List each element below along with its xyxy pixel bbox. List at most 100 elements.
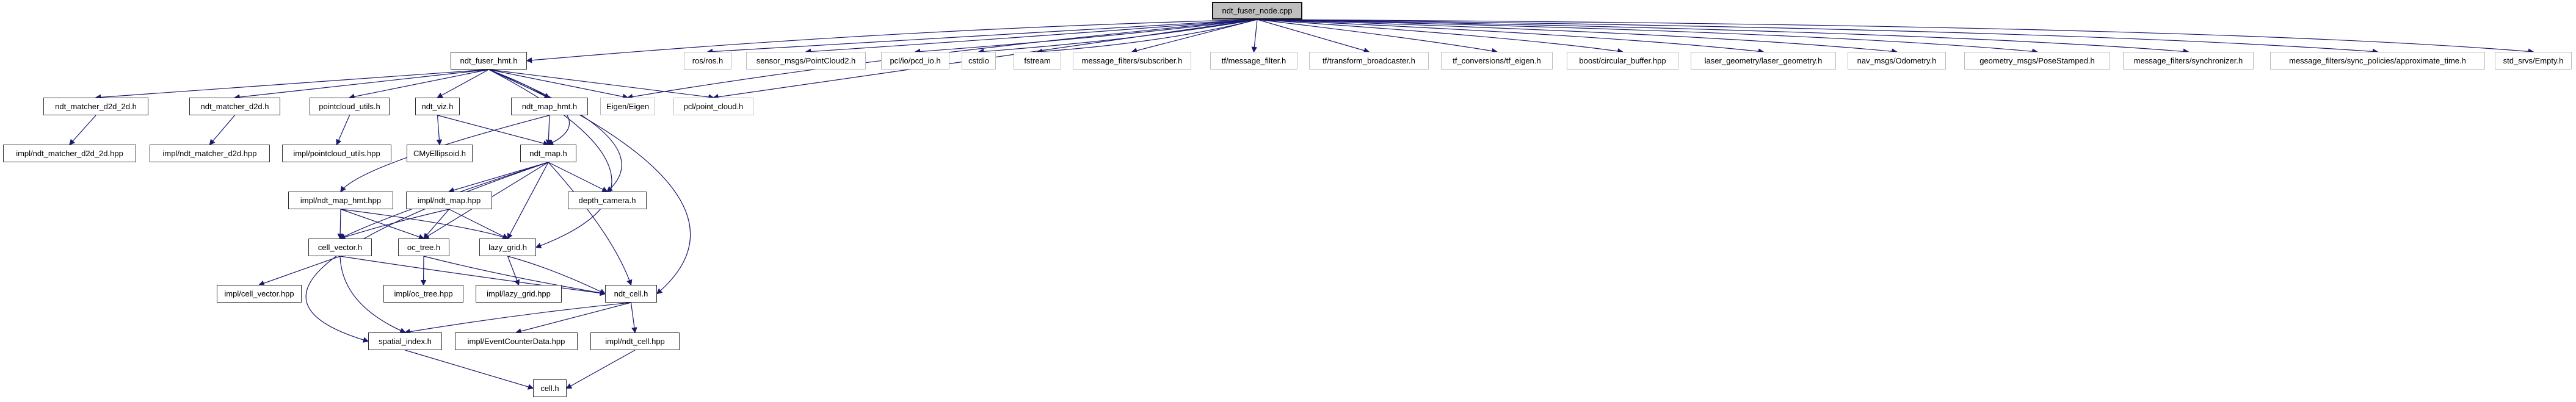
include-edge-n0-n4 [914, 19, 1258, 55]
graph-node-boost-circular-buffer-hpp[interactable]: boost/circular_buffer.hpp [1567, 52, 1678, 70]
graph-node-std-srvs-empty-h[interactable]: std_srvs/Empty.h [2495, 52, 2572, 70]
graph-node-ndt-matcher-d2d-h[interactable]: ndt_matcher_d2d.h [189, 98, 280, 115]
graph-node-impl-cell-vector-hpp[interactable]: impl/cell_vector.hpp [217, 285, 302, 303]
include-edge-n1-n18 [95, 69, 489, 101]
graph-node-sensor-msgs-pointcloud2-h[interactable]: sensor_msgs/PointCloud2.h [746, 52, 866, 70]
graph-node-pcl-io-pcd-io-h[interactable]: pcl/io/pcd_io.h [881, 52, 949, 70]
graph-node-tf-conversions-tf-eigen-h[interactable]: tf_conversions/tf_eigen.h [1441, 52, 1553, 70]
include-edge-n31-n35 [449, 209, 509, 239]
graph-node-label: pcl/point_cloud.h [683, 102, 744, 111]
graph-node-label: std_srvs/Empty.h [2503, 56, 2564, 65]
include-edge-n35-n39 [507, 256, 606, 295]
graph-node-ndt-viz-h[interactable]: ndt_viz.h [415, 98, 460, 115]
include-edge-n30-n35 [340, 209, 509, 240]
include-edge-n0-n16 [1257, 19, 2379, 55]
include-edge-n0-n7 [1131, 19, 1258, 54]
graph-node-label: ndt_map_hmt.h [521, 102, 578, 111]
graph-node-geometry-msgs-posestamped-h[interactable]: geometry_msgs/PoseStamped.h [1964, 52, 2110, 70]
graph-node-label: spatial_index.h [379, 337, 432, 346]
graph-node-ndt-cell-h[interactable]: ndt_cell.h [605, 285, 657, 303]
graph-node-impl-oc-tree-hpp[interactable]: impl/oc_tree.hpp [383, 285, 463, 303]
graph-node-cmyellipsoid-h[interactable]: CMyEllipsoid.h [407, 145, 473, 162]
graph-node-label: laser_geometry/laser_geometry.h [1704, 56, 1823, 65]
include-edge-n39-n40 [404, 302, 631, 335]
graph-node-label: message_filters/synchronizer.h [2133, 56, 2243, 65]
graph-node-label: boost/circular_buffer.hpp [1579, 56, 1666, 65]
graph-node-label: ndt_fuser_node.cpp [1222, 6, 1293, 15]
graph-node-impl-eventcounterdata-hpp[interactable]: impl/EventCounterData.hpp [455, 332, 578, 350]
graph-node-label: message_filters/subscriber.h [1081, 56, 1183, 65]
graph-node-label: pcl/io/pcd_io.h [890, 56, 941, 65]
graph-node-message-filters-synchronizer-h[interactable]: message_filters/synchronizer.h [2123, 52, 2254, 70]
graph-node-pcl-point-cloud-h[interactable]: pcl/point_cloud.h [673, 98, 753, 115]
graph-node-label: impl/ndt_matcher_d2d_2d.hpp [16, 149, 123, 158]
graph-node-label: ndt_matcher_d2d.h [200, 102, 269, 111]
include-edge-n31-n34 [423, 209, 449, 240]
graph-node-impl-ndt-cell-hpp[interactable]: impl/ndt_cell.hpp [590, 332, 680, 350]
graph-node-label: cell.h [540, 384, 559, 393]
graph-node-label: tf/message_filter.h [1221, 56, 1286, 65]
include-edge-n1-n21 [437, 69, 489, 98]
include-edge-n22-n29 [545, 115, 552, 146]
graph-node-ndt-map-h[interactable]: ndt_map.h [520, 145, 576, 162]
include-edge-n31-n33 [339, 209, 449, 240]
graph-node-label: impl/lazy_grid.hpp [487, 289, 551, 298]
include-edge-n21-n29 [437, 115, 550, 146]
graph-node-cell-h[interactable]: cell.h [533, 379, 567, 397]
graph-node-fstream[interactable]: fstream [1014, 52, 1061, 70]
include-edge-n21-n28 [436, 115, 443, 146]
graph-node-label: ndt_matcher_d2d_2d.h [55, 102, 137, 111]
graph-node-cell-vector-h[interactable]: cell_vector.h [308, 239, 372, 256]
include-edge-n0-n3 [805, 19, 1258, 55]
graph-node-pointcloud-utils-h[interactable]: pointcloud_utils.h [310, 98, 390, 115]
graph-node-label: CMyEllipsoid.h [413, 149, 466, 158]
graph-node-label: sensor_msgs/PointCloud2.h [756, 56, 856, 65]
graph-node-label: oc_tree.h [407, 243, 441, 252]
include-edge-n20-n27 [336, 115, 350, 146]
graph-node-label: impl/ndt_map.hpp [417, 196, 481, 205]
graph-node-spatial-index-h[interactable]: spatial_index.h [368, 332, 442, 350]
graph-node-ndt-matcher-d2d-2d-h[interactable]: ndt_matcher_d2d_2d.h [43, 98, 148, 115]
include-edge-n0-n14 [1257, 19, 2038, 55]
include-edge-n33-n40 [339, 256, 406, 334]
include-edge-n0-n13 [1257, 19, 1898, 54]
graph-node-label: impl/cell_vector.hpp [224, 289, 294, 298]
graph-node-impl-ndt-matcher-d2d-hpp[interactable]: impl/ndt_matcher_d2d.hpp [150, 145, 270, 162]
include-edge-n1-n19 [234, 69, 489, 100]
graph-node-impl-pointcloud-utils-hpp[interactable]: impl/pointcloud_utils.hpp [282, 145, 391, 162]
include-edge-n19-n26 [209, 115, 235, 146]
graph-node-label: geometry_msgs/PoseStamped.h [1979, 56, 2095, 65]
include-edge-n42-n43 [565, 350, 636, 389]
graph-node-eigen-eigen[interactable]: Eigen/Eigen [600, 98, 655, 115]
graph-node-label: impl/oc_tree.hpp [394, 289, 453, 298]
include-edge-n18-n25 [69, 115, 96, 146]
graph-node-ndt-fuser-hmt-h[interactable]: ndt_fuser_hmt.h [451, 52, 527, 70]
include-edge-n0-n10 [1257, 19, 1498, 54]
graph-node-ros-ros-h[interactable]: ros/ros.h [684, 52, 731, 70]
graph-node-impl-ndt-map-hmt-hpp[interactable]: impl/ndt_map_hmt.hpp [288, 192, 393, 209]
graph-node-tf-transform-broadcaster-h[interactable]: tf/transform_broadcaster.h [1309, 52, 1429, 70]
graph-node-message-filters-subscriber-h[interactable]: message_filters/subscriber.h [1073, 52, 1191, 70]
graph-node-impl-ndt-map-hpp[interactable]: impl/ndt_map.hpp [406, 192, 492, 209]
graph-node-lazy-grid-h[interactable]: lazy_grid.h [479, 239, 536, 256]
graph-node-label: impl/pointcloud_utils.hpp [293, 149, 380, 158]
graph-node-nav-msgs-odometry-h[interactable]: nav_msgs/Odometry.h [1848, 52, 1946, 70]
graph-node-depth-camera-h[interactable]: depth_camera.h [568, 192, 647, 209]
graph-node-ndt-map-hmt-h[interactable]: ndt_map_hmt.h [511, 98, 588, 115]
include-edge-n30-n33 [337, 209, 343, 240]
graph-node-tf-message-filter-h[interactable]: tf/message_filter.h [1210, 52, 1297, 70]
include-edge-n0-n2 [706, 19, 1258, 55]
graph-node-oc-tree-h[interactable]: oc_tree.h [398, 239, 449, 256]
graph-node-laser-geometry-laser-geometry-h[interactable]: laser_geometry/laser_geometry.h [1691, 52, 1836, 70]
graph-node-cstdio[interactable]: cstdio [962, 52, 996, 70]
graph-node-label: impl/ndt_matcher_d2d.hpp [162, 149, 257, 158]
include-edge-n1-n32 [488, 69, 622, 192]
graph-node-label: depth_camera.h [578, 196, 636, 205]
include-edge-n0-n8 [1251, 19, 1258, 53]
include-edge-n0-n12 [1257, 19, 1765, 54]
include-edge-n0-n15 [1257, 19, 2190, 55]
graph-node-impl-lazy-grid-hpp[interactable]: impl/lazy_grid.hpp [476, 285, 562, 303]
graph-node-impl-ndt-matcher-d2d-2d-hpp[interactable]: impl/ndt_matcher_d2d_2d.hpp [3, 145, 136, 162]
graph-node-message-filters-sync-policies-approximate-time-h[interactable]: message_filters/sync_policies/approximat… [2270, 52, 2485, 70]
graph-node-label: cell_vector.h [317, 243, 363, 252]
